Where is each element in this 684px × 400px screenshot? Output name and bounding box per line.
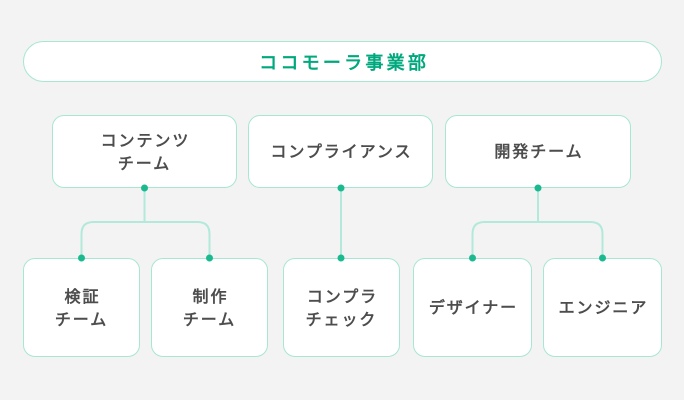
org-node-label: 開発チーム: [494, 142, 584, 161]
org-node-label: コンプライアンス: [270, 142, 413, 161]
org-node-verification-team: 検証 チーム: [23, 258, 140, 357]
connector-line: [471, 221, 604, 258]
org-node-compliance-check: コンプラ チェック: [283, 258, 400, 357]
org-node-designer: デザイナー: [413, 258, 532, 357]
org-root-label: ココモーラ事業部: [259, 52, 430, 74]
org-node-label: デザイナー: [428, 298, 519, 317]
org-node-label: エンジニア: [558, 298, 649, 317]
org-node-label: 制作 チーム: [182, 286, 237, 329]
org-root-node: ココモーラ事業部: [23, 41, 662, 82]
org-node-label: コンプラ チェック: [305, 286, 379, 329]
org-node-compliance: コンプライアンス: [248, 115, 433, 188]
org-node-contents-team: コンテンツ チーム: [52, 115, 237, 188]
org-node-engineer: エンジニア: [543, 258, 662, 357]
org-node-dev-team: 開発チーム: [445, 115, 631, 188]
connector-line: [80, 221, 211, 258]
org-node-label: 検証 チーム: [54, 286, 109, 329]
org-node-label: コンテンツ チーム: [100, 130, 191, 173]
org-node-production-team: 制作 チーム: [151, 258, 268, 357]
